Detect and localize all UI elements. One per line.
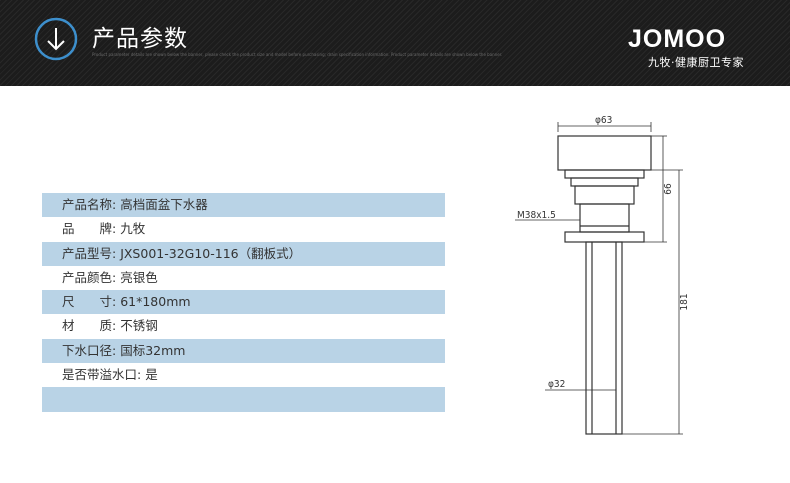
spec-row: 产品颜色: 亮银色 <box>42 266 445 290</box>
spec-value: JXS001-32G10-116（翻板式） <box>120 245 302 261</box>
spec-label: 产品型号: <box>62 245 121 261</box>
spec-row-empty <box>42 387 445 412</box>
spec-row: 材 质: 不锈钢 <box>42 314 445 338</box>
spec-value: 不锈钢 <box>120 318 158 334</box>
dim-height-total: 181 <box>679 293 690 310</box>
brand-slogan: 九牧·健康厨卫专家 <box>648 56 744 69</box>
flange <box>564 231 645 243</box>
spec-label: 材 质: <box>62 318 121 334</box>
spec-value: 九牧 <box>120 221 146 237</box>
spec-row: 尺 寸: 61*180mm <box>42 290 445 315</box>
drain-cap <box>557 135 652 171</box>
dim-pipe-diameter: φ32 <box>548 379 565 390</box>
dim-top-diameter: φ63 <box>595 115 612 126</box>
technical-drawing: φ63 M38x1.5 66 181 φ32 <box>515 115 690 435</box>
spec-label: 品 牌: <box>62 221 121 237</box>
brand-logo: JOMOO <box>628 25 727 53</box>
thread-section <box>579 203 630 233</box>
spec-label: 产品颜色: <box>62 269 121 285</box>
spec-row: 产品型号: JXS001-32G10-116（翻板式） <box>42 241 445 266</box>
spec-row: 品 牌: 九牧 <box>42 217 445 241</box>
dim-thread: M38x1.5 <box>517 210 556 221</box>
spec-value: 是 <box>145 367 158 383</box>
spec-row: 下水口径: 国标32mm <box>42 338 445 364</box>
down-arrow-circle-icon <box>34 17 78 61</box>
dim-height-upper: 66 <box>663 183 674 195</box>
spec-table: 产品名称: 高档面盆下水器 品 牌: 九牧 产品型号: JXS001-32G10… <box>42 193 445 412</box>
spec-value: 国标32mm <box>120 342 186 358</box>
page-title: 产品参数 <box>92 26 188 52</box>
cap-collar <box>564 169 645 179</box>
spec-label: 产品名称: <box>62 197 121 212</box>
spec-label: 是否带溢水口: <box>62 367 146 383</box>
spec-value: 高档面盆下水器 <box>120 197 208 212</box>
header-banner: 产品参数 Product parameter details are shown… <box>0 0 790 86</box>
fine-print: Product parameter details are shown belo… <box>92 52 503 57</box>
spec-label: 尺 寸: <box>62 294 121 310</box>
spec-label: 下水口径: <box>62 342 121 358</box>
tail-pipe <box>585 241 623 435</box>
spec-value: 亮银色 <box>120 269 158 285</box>
spec-row: 是否带溢水口: 是 <box>42 363 445 387</box>
spec-row: 产品名称: 高档面盆下水器 <box>42 193 445 218</box>
spec-value: 61*180mm <box>120 294 191 310</box>
